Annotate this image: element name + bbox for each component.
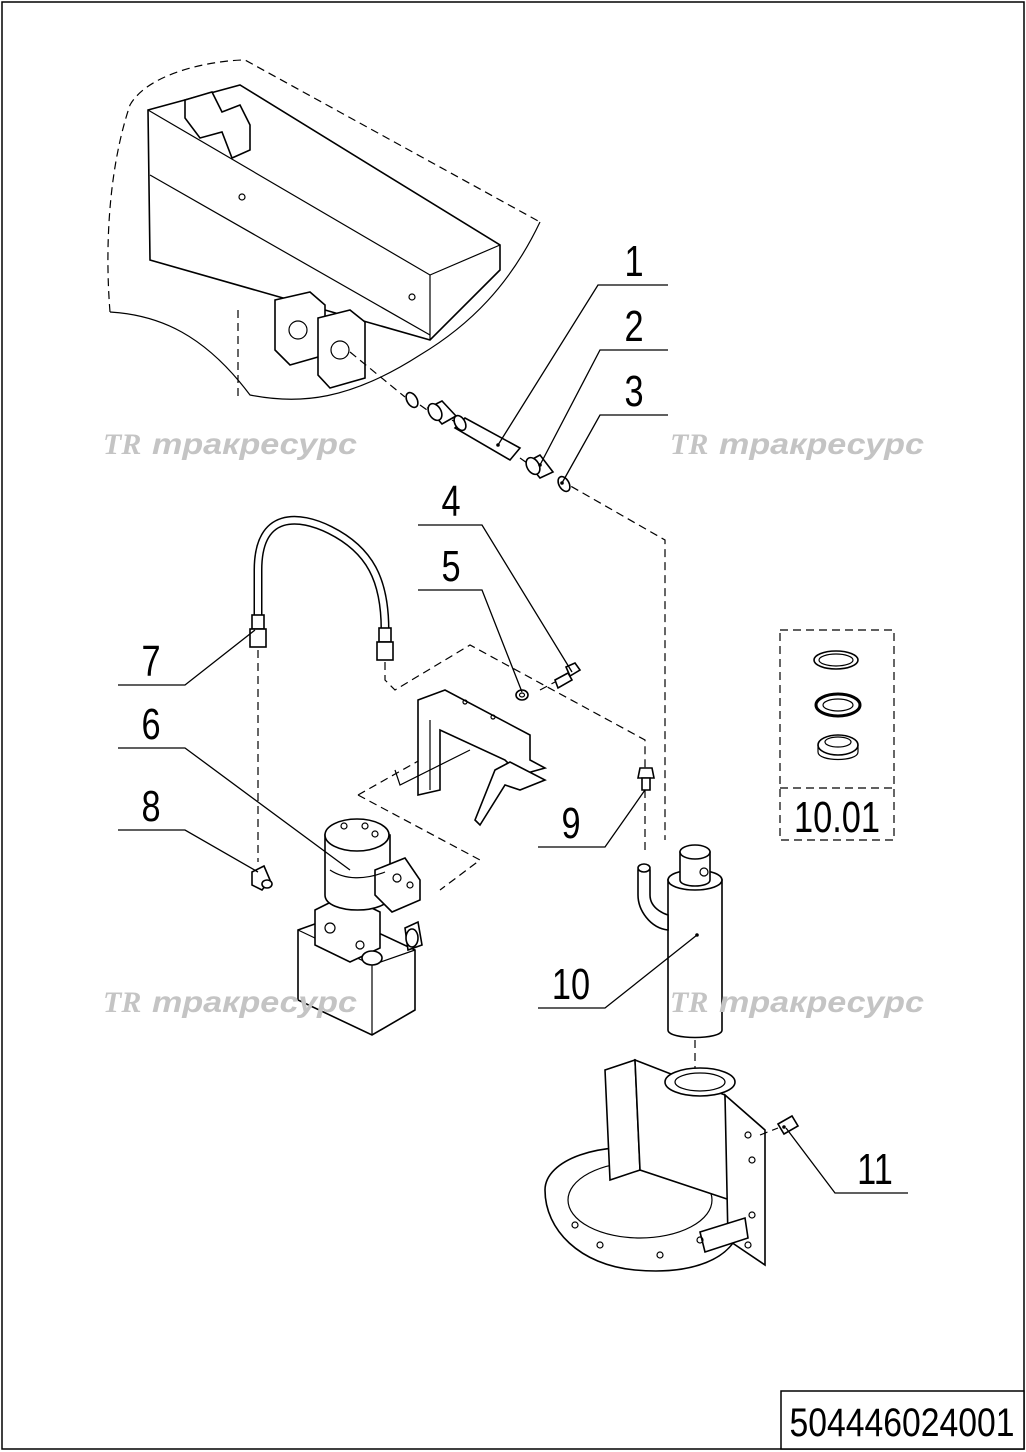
watermark-text: тракресурс <box>719 986 924 1019</box>
seal-kit-label: 10.01 <box>794 793 880 842</box>
cab-bracket-assembly <box>107 59 541 400</box>
hose-route-line <box>384 644 646 768</box>
watermark-text: тракресурс <box>719 428 924 461</box>
part-6-hydraulic-pump-unit <box>297 818 423 1036</box>
seal-kit-box <box>779 629 895 841</box>
watermark-logo: TR <box>103 986 141 1019</box>
callout-1: 1 <box>624 237 643 286</box>
part-2-bushing <box>525 453 555 479</box>
callout-labels: 1 2 3 4 5 6 7 8 9 10 11 <box>141 237 892 1194</box>
part-7-hydraulic-hose <box>249 515 394 661</box>
part-o-ring-left <box>405 391 419 409</box>
callout-8: 8 <box>141 782 160 831</box>
part-10-hydraulic-cylinder <box>637 844 723 1039</box>
callout-5: 5 <box>441 542 460 591</box>
watermark-top-right: TR тракресурс <box>670 428 924 461</box>
part-3-o-ring <box>557 475 571 493</box>
watermark-bottom-left: TR тракресурс <box>103 986 357 1019</box>
document-number-box: 504446024001 <box>780 1390 1025 1450</box>
watermark-text: тракресурс <box>152 986 357 1019</box>
part-8-elbow-fitting <box>251 864 273 892</box>
part-9-fitting <box>637 767 655 791</box>
callout-3: 3 <box>624 367 643 416</box>
watermark-logo: TR <box>670 986 708 1019</box>
leader-lines <box>118 284 908 1194</box>
callout-11: 11 <box>857 1145 893 1194</box>
part-1-pin <box>453 414 522 462</box>
part-5-washer <box>515 689 529 701</box>
callout-10: 10 <box>552 960 590 1009</box>
callout-9: 9 <box>561 799 580 848</box>
callout-7: 7 <box>141 637 160 686</box>
watermark-text: тракресурс <box>152 428 357 461</box>
part-11-bolt <box>759 1114 800 1136</box>
watermark-top-left: TR тракресурс <box>103 428 357 461</box>
pump-mounting-plate <box>357 689 548 891</box>
part-4-bolt <box>539 662 582 691</box>
callout-4: 4 <box>441 477 460 526</box>
document-number: 504446024001 <box>790 1401 1015 1445</box>
watermark-logo: TR <box>670 428 708 461</box>
callout-6: 6 <box>141 700 160 749</box>
callout-2: 2 <box>624 302 643 351</box>
part-bushing-left <box>426 400 458 426</box>
watermark-logo: TR <box>103 428 141 461</box>
cylinder-base-bracket <box>544 1058 766 1272</box>
watermark-bottom-right: TR тракресурс <box>670 986 924 1019</box>
